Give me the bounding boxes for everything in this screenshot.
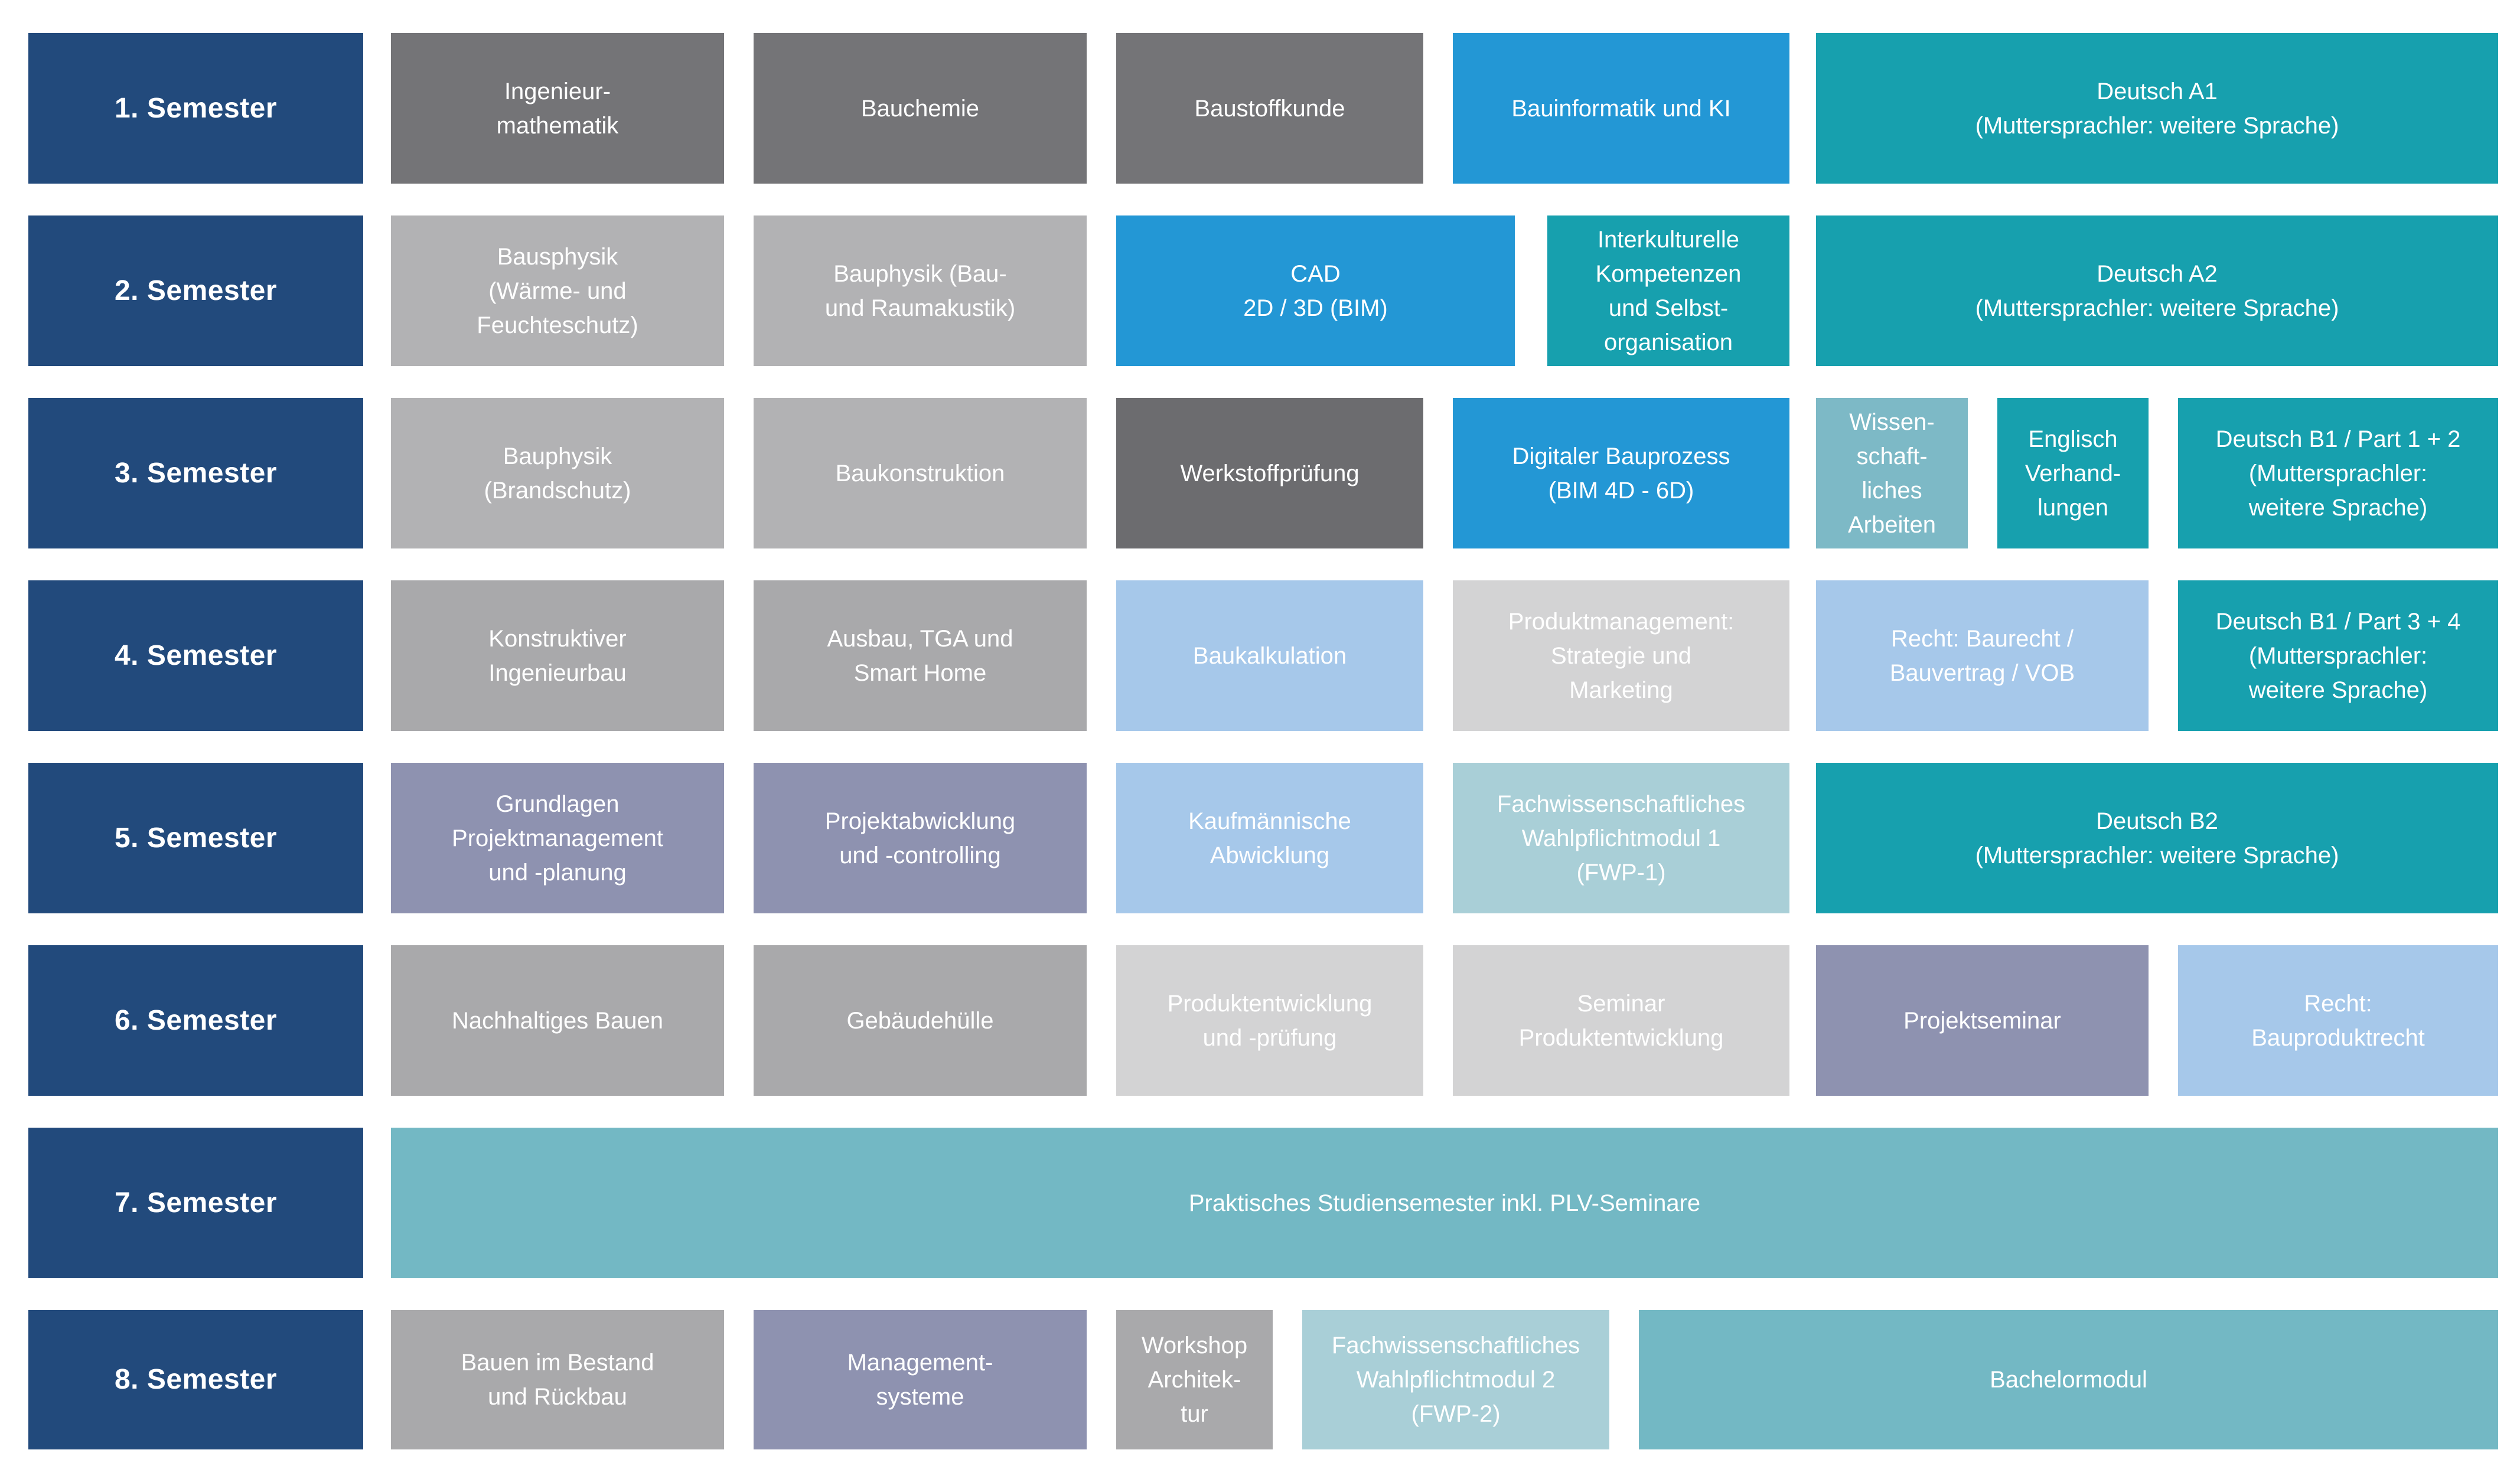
module-seminar-produktentwicklung: Seminar Produktentwicklung [1453,945,1789,1096]
module-workshop-architektur: Workshop Architek- tur [1116,1310,1273,1449]
module-wissenschaftliches-arbeiten: Wissen- schaft- liches Arbeiten [1816,398,1968,548]
semester-7-label: 7. Semester [28,1128,363,1278]
semester-8-label: 8. Semester [28,1310,363,1449]
module-deutsch-a1: Deutsch A1 (Muttersprachler: weitere Spr… [1816,33,2498,184]
module-kaufmaennische-abwicklung: Kaufmännische Abwicklung [1116,763,1423,913]
semester-4-label: 4. Semester [28,580,363,731]
semester-3-label: 3. Semester [28,398,363,548]
module-deutsch-b2: Deutsch B2 (Muttersprachler: weitere Spr… [1816,763,2498,913]
module-praktisches-studiensemester: Praktisches Studiensemester inkl. PLV-Se… [391,1128,2498,1278]
module-bauen-im-bestand-rueckbau: Bauen im Bestand und Rückbau [391,1310,724,1449]
module-digitaler-bauprozess: Digitaler Bauprozess (BIM 4D - 6D) [1453,398,1789,548]
module-produktmanagement: Produktmanagement: Strategie und Marketi… [1453,580,1789,731]
module-managementsysteme: Management- systeme [754,1310,1087,1449]
module-ingenieurmathematik: Ingenieur- mathematik [391,33,724,184]
module-bauchemie: Bauchemie [754,33,1087,184]
module-bauphysik-bau-raumakustik: Bauphysik (Bau- und Raumakustik) [754,215,1087,366]
module-baukonstruktion: Baukonstruktion [754,398,1087,548]
module-grundlagen-projektmanagement: Grundlagen Projektmanagement und -planun… [391,763,724,913]
module-baustoffkunde: Baustoffkunde [1116,33,1423,184]
module-cad-2d-3d-bim: CAD 2D / 3D (BIM) [1116,215,1515,366]
module-projektseminar: Projektseminar [1816,945,2149,1096]
module-gebaeudehuelle: Gebäudehülle [754,945,1087,1096]
module-bauphysik-waerme-feuchteschutz: Bausphysik (Wärme- und Feuchteschutz) [391,215,724,366]
module-recht-baurecht-bauvertrag-vob: Recht: Baurecht / Bauvertrag / VOB [1816,580,2149,731]
module-deutsch-a2: Deutsch A2 (Muttersprachler: weitere Spr… [1816,215,2498,366]
module-fwp-2: Fachwissenschaftliches Wahlpflichtmodul … [1302,1310,1609,1449]
module-baukalkulation: Baukalkulation [1116,580,1423,731]
module-ausbau-tga-smart-home: Ausbau, TGA und Smart Home [754,580,1087,731]
module-recht-bauproduktrecht: Recht: Bauproduktrecht [2178,945,2498,1096]
module-bachelormodul: Bachelormodul [1639,1310,2498,1449]
module-deutsch-b1-part-1-2: Deutsch B1 / Part 1 + 2 (Muttersprachler… [2178,398,2498,548]
module-englisch-verhandlungen: Englisch Verhand- lungen [1997,398,2149,548]
module-nachhaltiges-bauen: Nachhaltiges Bauen [391,945,724,1096]
module-bauphysik-brandschutz: Bauphysik (Brandschutz) [391,398,724,548]
module-bauinformatik-und-ki: Bauinformatik und KI [1453,33,1789,184]
semester-1-label: 1. Semester [28,33,363,184]
module-projektabwicklung-controlling: Projektabwicklung und -controlling [754,763,1087,913]
semester-6-label: 6. Semester [28,945,363,1096]
semester-5-label: 5. Semester [28,763,363,913]
module-deutsch-b1-part-3-4: Deutsch B1 / Part 3 + 4 (Muttersprachler… [2178,580,2498,731]
module-fwp-1: Fachwissenschaftliches Wahlpflichtmodul … [1453,763,1789,913]
module-werkstoffpruefung: Werkstoffprüfung [1116,398,1423,548]
module-konstruktiver-ingenieurbau: Konstruktiver Ingenieurbau [391,580,724,731]
semester-2-label: 2. Semester [28,215,363,366]
module-produktentwicklung-pruefung: Produktentwicklung und -prüfung [1116,945,1423,1096]
module-interkulturelle-kompetenzen: Interkulturelle Kompetenzen und Selbst- … [1547,215,1789,366]
